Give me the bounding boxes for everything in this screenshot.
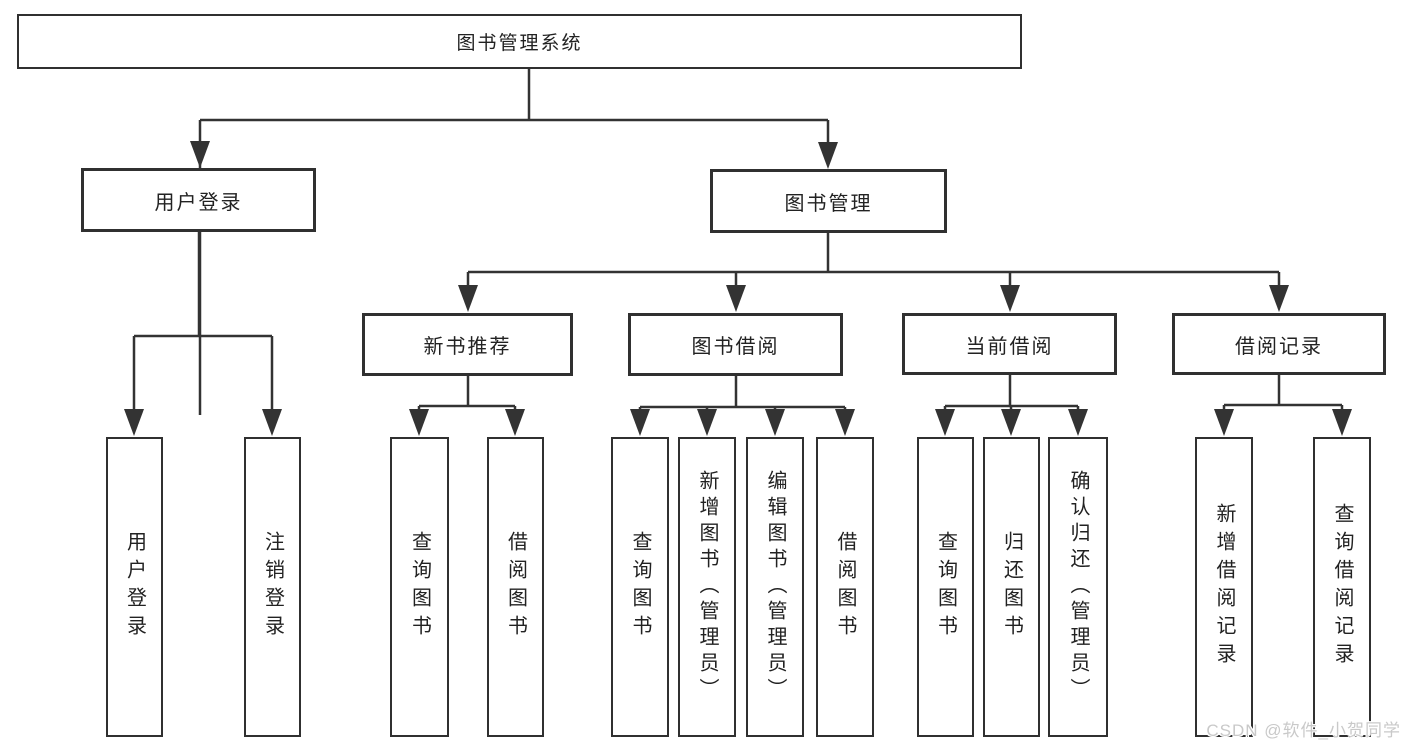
leaf-label: 确认归还（管理员） <box>1067 470 1089 704</box>
leaf-bb-edit-books: 编辑图书（管理员） <box>746 437 804 737</box>
leaf-nb-borrow-books: 借阅图书 <box>487 437 544 737</box>
leaf-label: 查询图书 <box>629 531 651 643</box>
node-book-borrowing: 图书借阅 <box>628 313 843 376</box>
leaf-label: 注销登录 <box>261 531 284 643</box>
node-label: 用户登录 <box>154 191 243 214</box>
leaf-label: 查询图书 <box>934 531 957 643</box>
leaf-bb-query-books: 查询图书 <box>611 437 669 737</box>
node-label: 新书推荐 <box>423 336 512 358</box>
leaf-label: 借阅图书 <box>504 531 527 643</box>
node-book-management: 图书管理 <box>710 169 947 233</box>
watermark: CSDN @软件_小贺同学 <box>1206 721 1401 740</box>
leaf-cb-confirm-return: 确认归还（管理员） <box>1048 437 1108 737</box>
leaf-nb-query-books: 查询图书 <box>390 437 449 737</box>
leaf-label: 新增图书（管理员） <box>696 470 718 704</box>
leaf-label: 归还图书 <box>1000 531 1023 643</box>
arrowheads <box>124 141 1352 436</box>
node-label: 借阅记录 <box>1235 335 1323 358</box>
node-current-borrowing: 当前借阅 <box>902 313 1117 375</box>
node-new-book-recommend: 新书推荐 <box>362 313 573 376</box>
leaf-logout: 注销登录 <box>244 437 301 737</box>
leaf-label: 查询图书 <box>408 531 431 643</box>
leaf-bb-add-books: 新增图书（管理员） <box>678 437 736 737</box>
leaf-label: 编辑图书（管理员） <box>764 470 786 704</box>
node-library-management-system: 图书管理系统 <box>17 14 1022 69</box>
leaf-label: 借阅图书 <box>834 531 856 643</box>
leaf-bb-borrow-books: 借阅图书 <box>816 437 874 737</box>
leaf-label: 用户登录 <box>123 531 146 643</box>
node-label: 当前借阅 <box>965 335 1054 358</box>
node-label: 图书管理系统 <box>456 33 583 54</box>
leaf-label: 查询借阅记录 <box>1331 503 1353 671</box>
node-label: 图书管理 <box>784 192 873 215</box>
leaf-cb-return-books: 归还图书 <box>983 437 1040 737</box>
node-user-login-branch: 用户登录 <box>81 168 316 232</box>
node-borrowing-records: 借阅记录 <box>1172 313 1386 375</box>
leaf-br-query-record: 查询借阅记录 <box>1313 437 1371 737</box>
leaf-label: 新增借阅记录 <box>1213 503 1235 671</box>
leaf-user-login: 用户登录 <box>106 437 163 737</box>
leaf-cb-query-books: 查询图书 <box>917 437 974 737</box>
leaf-br-add-record: 新增借阅记录 <box>1195 437 1253 737</box>
node-label: 图书借阅 <box>691 336 780 358</box>
